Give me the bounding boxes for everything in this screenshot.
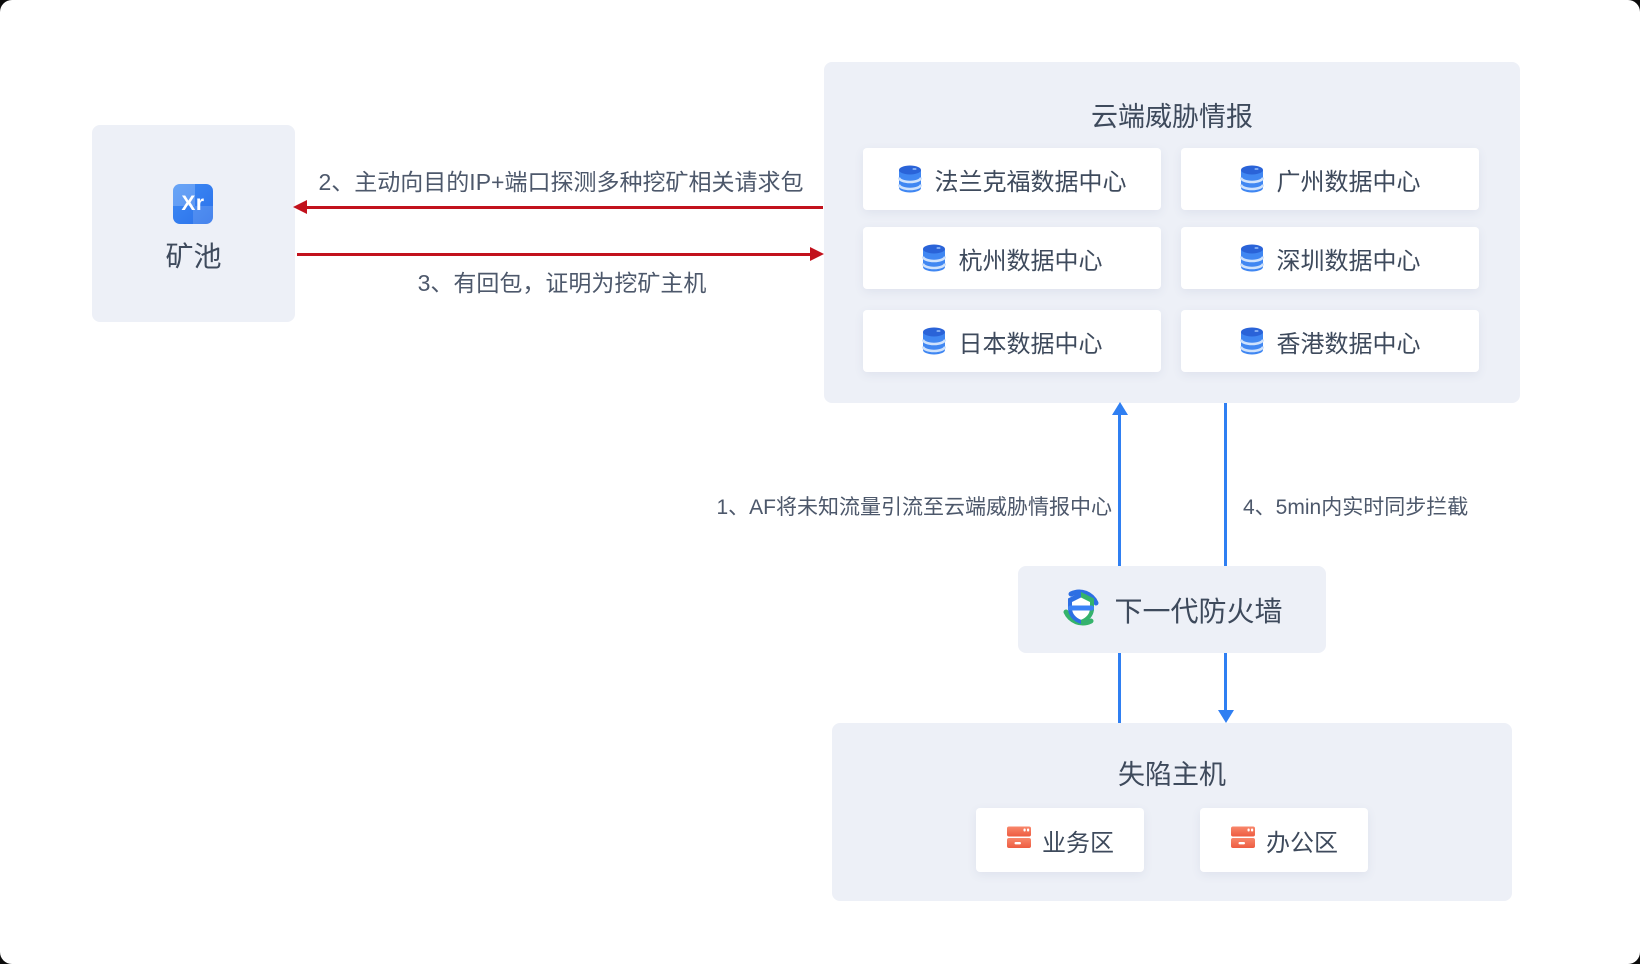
mine-pool-label: 矿池 bbox=[165, 241, 222, 272]
database-icon bbox=[897, 165, 922, 193]
step2-arrowhead-left-icon bbox=[293, 200, 307, 214]
flow-step1-label: 1、AF将未知流量引流至云端威胁情报中心 bbox=[716, 496, 1112, 519]
step3-arrowhead-right-icon bbox=[810, 247, 824, 261]
flow-step3-label: 3、有回包，证明为挖矿主机 bbox=[417, 270, 707, 296]
step4-arrowhead-down-icon bbox=[1218, 710, 1234, 723]
step3-arrow-line bbox=[297, 253, 810, 256]
datacenter-label: 日本数据中心 bbox=[958, 330, 1103, 358]
datacenter-card: 法兰克福数据中心 bbox=[863, 148, 1161, 210]
firewall-box: 下一代防火墙 bbox=[1018, 566, 1326, 653]
zone-label: 业务区 bbox=[1042, 829, 1114, 857]
cloud-threat-intel-panel: 云端威胁情报 法兰克福数据中心 广州数据中心 杭州数据中心 深圳数据中心 bbox=[824, 62, 1520, 403]
zone-card: 业务区 bbox=[976, 808, 1144, 872]
datacenter-label: 深圳数据中心 bbox=[1276, 247, 1421, 275]
cloud-panel-title: 云端威胁情报 bbox=[1091, 102, 1253, 132]
step2-arrow-line bbox=[306, 206, 823, 209]
mine-pool-panel: Xr 矿池 bbox=[92, 125, 295, 322]
mine-pool-xr-icon: Xr bbox=[173, 184, 213, 224]
datacenter-card: 杭州数据中心 bbox=[863, 227, 1161, 289]
database-icon bbox=[1239, 244, 1264, 272]
server-icon bbox=[1006, 824, 1032, 857]
datacenter-label: 法兰克福数据中心 bbox=[934, 168, 1127, 196]
firewall-shield-icon bbox=[1061, 587, 1101, 632]
datacenter-card: 日本数据中心 bbox=[863, 310, 1161, 372]
step1-arrowhead-up-icon bbox=[1112, 402, 1128, 415]
zone-card: 办公区 bbox=[1200, 808, 1368, 872]
datacenter-card: 广州数据中心 bbox=[1181, 148, 1479, 210]
database-icon bbox=[1239, 327, 1264, 355]
datacenter-label: 香港数据中心 bbox=[1276, 330, 1421, 358]
compromised-hosts-title: 失陷主机 bbox=[1118, 760, 1226, 790]
database-icon bbox=[1239, 165, 1264, 193]
flow-step4-label: 4、5min内实时同步拦截 bbox=[1243, 496, 1469, 519]
datacenter-label: 广州数据中心 bbox=[1276, 168, 1421, 196]
database-icon bbox=[921, 244, 946, 272]
xr-icon-text: Xr bbox=[181, 192, 205, 215]
database-icon bbox=[921, 327, 946, 355]
datacenter-card: 香港数据中心 bbox=[1181, 310, 1479, 372]
server-icon bbox=[1230, 824, 1256, 857]
flow-step2-label: 2、主动向目的IP+端口探测多种挖矿相关请求包 bbox=[318, 169, 804, 195]
datacenter-card: 深圳数据中心 bbox=[1181, 227, 1479, 289]
zone-label: 办公区 bbox=[1266, 829, 1338, 857]
datacenter-label: 杭州数据中心 bbox=[958, 247, 1103, 275]
compromised-hosts-panel: 失陷主机 业务区 bbox=[832, 723, 1512, 901]
step4-arrow-line bbox=[1224, 403, 1227, 710]
firewall-label: 下一代防火墙 bbox=[1114, 595, 1283, 627]
